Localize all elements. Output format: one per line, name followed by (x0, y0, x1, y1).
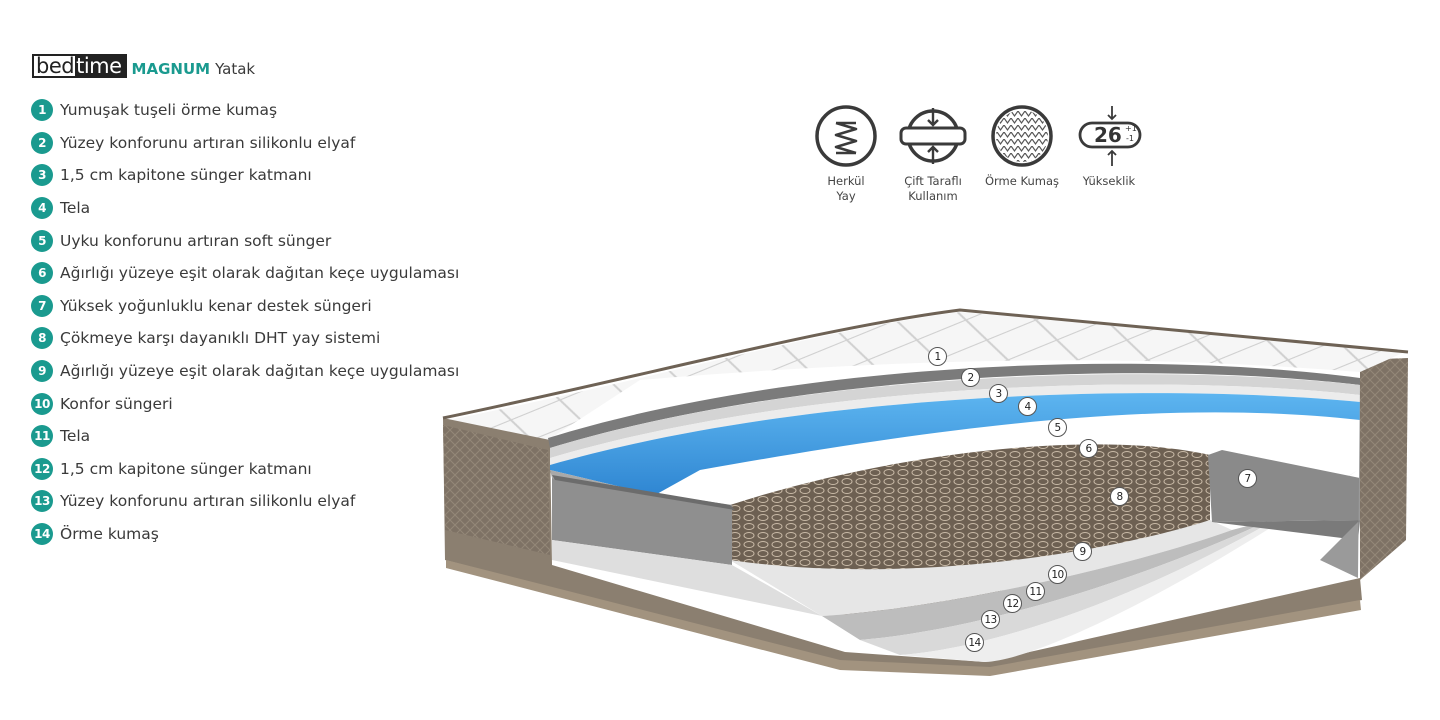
layer-number-badge: 4 (31, 197, 53, 220)
layer-description: Çökmeye karşı dayanıklı DHT yay sistemi (60, 329, 381, 348)
layer-item: 13 Yüzey konforunu artıran silikonlu elya… (31, 485, 459, 518)
callout-badge: 7 (1238, 469, 1257, 488)
callout-badge: 12 (1003, 594, 1022, 613)
icon-caption: Herkül (827, 174, 865, 188)
callout-badge: 3 (989, 384, 1008, 403)
layer-number-badge: 9 (31, 360, 53, 383)
layer-description: Uyku konforunu artıran soft sünger (60, 231, 332, 250)
feature-height: 26 +1 -1 Yükseklik (1073, 104, 1145, 189)
layer-item: 9 Ağırlığı yüzeye eşit olarak dağıtan keç… (31, 355, 459, 388)
feature-knit-fabric: Örme Kumaş (980, 104, 1064, 189)
layer-number-badge: 14 (31, 523, 53, 546)
callout-badge: 4 (1018, 397, 1037, 416)
height-tolerance-minus: -1 (1126, 134, 1134, 143)
callout-badge: 14 (965, 633, 984, 652)
callout-badge: 5 (1048, 418, 1067, 437)
layer-description: Yüzey konforunu artıran silikonlu elyaf (60, 492, 356, 511)
layer-item: 3 1,5 cm kapitone sünger katmanı (31, 159, 459, 192)
layer-description: 1,5 cm kapitone sünger katmanı (60, 166, 312, 185)
icon-caption: Yay (836, 189, 856, 203)
layer-number-badge: 7 (31, 294, 53, 317)
layer-item: 14 Örme kumaş (31, 518, 459, 551)
layer-number-badge: 1 (31, 99, 53, 122)
callout-badge: 2 (961, 368, 980, 387)
callout-badge: 8 (1110, 487, 1129, 506)
layer-description: Yüzey konforunu artıran silikonlu elyaf (60, 133, 356, 152)
layer-number-badge: 8 (31, 327, 53, 350)
icon-caption: Çift Taraflı (904, 174, 962, 188)
layer-item: 1 Yumuşak tuşeli örme kumaş (31, 94, 459, 127)
layer-description: 1,5 cm kapitone sünger katmanı (60, 459, 312, 478)
callout-badge: 11 (1026, 582, 1045, 601)
layer-description: Yumuşak tuşeli örme kumaş (60, 101, 278, 120)
layer-item: 5 Uyku konforunu artıran soft sünger (31, 224, 459, 257)
layer-item: 2 Yüzey konforunu artıran silikonlu elyaf (31, 127, 459, 160)
logo-part-b: time (75, 56, 125, 77)
layer-number-badge: 12 (31, 457, 53, 480)
icon-caption: Örme Kumaş (984, 174, 1059, 188)
layer-description: Örme kumaş (60, 525, 159, 544)
mattress-cutaway-illustration (442, 308, 1409, 676)
knit-fabric-icon (990, 104, 1054, 168)
double-sided-icon (896, 104, 970, 168)
callout-badge: 6 (1079, 439, 1098, 458)
layer-number-badge: 10 (31, 392, 53, 415)
icon-caption: Kullanım (908, 189, 958, 203)
layer-description: Ağırlığı yüzeye eşit olarak dağıtan keçe… (60, 362, 460, 381)
callout-badge: 9 (1073, 542, 1092, 561)
icon-caption: Yükseklik (1082, 174, 1136, 188)
layer-description: Tela (60, 427, 91, 446)
layer-item: 8 Çökmeye karşı dayanıklı DHT yay sistemi (31, 322, 459, 355)
model-name: MAGNUM (131, 60, 211, 78)
callout-badge: 1 (928, 347, 947, 366)
brand-header: bed time MAGNUM Yatak (32, 52, 255, 80)
brand-logo: bed time (32, 54, 127, 78)
height-icon: 26 +1 -1 (1076, 104, 1142, 168)
layer-description: Ağırlığı yüzeye eşit olarak dağıtan keçe… (60, 264, 460, 283)
layer-description: Tela (60, 199, 91, 218)
spring-icon (814, 104, 878, 168)
layer-number-badge: 6 (31, 262, 53, 285)
layer-item: 10 Konfor süngeri (31, 387, 459, 420)
layer-number-badge: 11 (31, 425, 53, 448)
callout-badge: 13 (981, 610, 1000, 629)
height-value: 26 (1094, 123, 1122, 147)
product-type: Yatak (215, 60, 256, 78)
layer-item: 12 1,5 cm kapitone sünger katmanı (31, 453, 459, 486)
layer-item: 4 Tela (31, 192, 459, 225)
layer-number-badge: 3 (31, 164, 53, 187)
layer-number-badge: 5 (31, 229, 53, 252)
layer-description: Konfor süngeri (60, 394, 173, 413)
layer-item: 7 Yüksek yoğunluklu kenar destek süngeri (31, 290, 459, 323)
layer-number-badge: 2 (31, 131, 53, 154)
height-tolerance-plus: +1 (1125, 124, 1137, 133)
logo-part-a: bed (34, 54, 76, 78)
layer-number-badge: 13 (31, 490, 53, 513)
callout-badge: 10 (1048, 565, 1067, 584)
layer-description: Yüksek yoğunluklu kenar destek süngeri (60, 296, 372, 315)
layer-item: 6 Ağırlığı yüzeye eşit olarak dağıtan keç… (31, 257, 459, 290)
layer-item: 11 Tela (31, 420, 459, 453)
